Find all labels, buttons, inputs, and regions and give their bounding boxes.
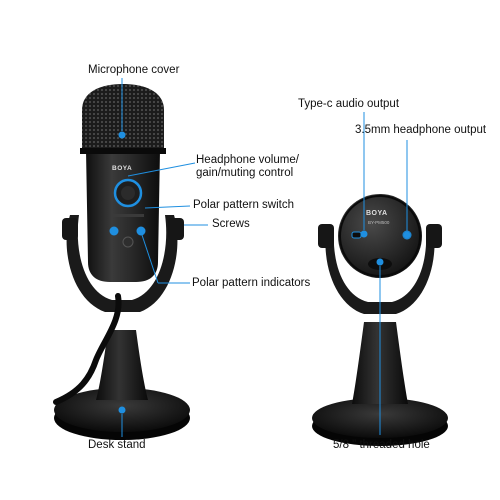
- label-headphone-volume: Headphone volume/ gain/muting control: [196, 154, 326, 180]
- label-headphone-output: 3.5mm headphone output: [355, 124, 487, 136]
- callout-lines: [121, 78, 408, 437]
- back-model-label: BY-PM500: [368, 220, 390, 225]
- label-threaded-hole: 5/8 " threaded hole: [333, 439, 430, 451]
- label-screws: Screws: [212, 218, 250, 230]
- label-headphone-volume-line2: gain/muting control: [196, 167, 294, 179]
- label-microphone-cover: Microphone cover: [88, 64, 180, 76]
- label-type-c-output: Type-c audio output: [298, 98, 400, 110]
- label-polar-pattern-switch: Polar pattern switch: [193, 199, 294, 211]
- label-polar-pattern-indicators: Polar pattern indicators: [192, 277, 311, 289]
- label-desk-stand: Desk stand: [88, 439, 146, 451]
- back-brand-logo: BOYA: [366, 210, 388, 217]
- front-brand-logo: BOYA: [112, 165, 133, 172]
- label-headphone-volume-line1: Headphone volume/: [196, 154, 299, 166]
- front-microphone: [53, 84, 190, 440]
